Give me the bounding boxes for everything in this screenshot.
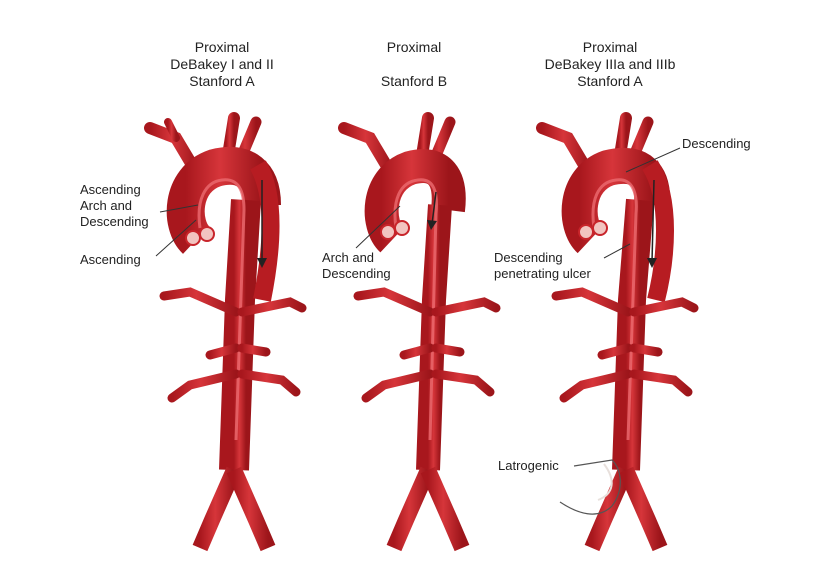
panel-2-header: Proximal Stanford B <box>314 39 514 90</box>
panel-1-header: Proximal DeBakey I and II Stanford A <box>122 39 322 90</box>
label-ascending: Ascending <box>80 252 141 268</box>
label-line: Descending <box>80 214 149 229</box>
aorta-1 <box>144 112 307 552</box>
panel-1-header-line-1: Proximal <box>194 39 250 55</box>
label-descending-penetrating-ulcer: Descending penetrating ulcer <box>494 250 591 282</box>
panel-3-header: Proximal DeBakey IIIa and IIIb Stanford … <box>510 39 710 90</box>
panel-1-header-line-3: Stanford A <box>189 73 255 89</box>
label-line: Ascending <box>80 252 141 267</box>
label-iatrogenic: Latrogenic <box>498 458 559 474</box>
label-line: Descending <box>682 136 751 151</box>
label-descending: Descending <box>682 136 751 152</box>
label-line: penetrating ulcer <box>494 266 591 281</box>
label-arch-and-descending: Arch and Descending <box>322 250 391 282</box>
panel-2-header-line-3: Stanford B <box>380 73 448 89</box>
label-line: Arch and <box>80 198 133 213</box>
panel-3-header-line-1: Proximal <box>582 39 638 55</box>
label-line: Arch and <box>322 250 375 265</box>
label-line: Descending <box>322 266 391 281</box>
label-line: Ascending <box>80 182 141 197</box>
panel-2-header-line-1: Proximal <box>386 39 442 55</box>
panel-2-header-line-2 <box>314 56 514 73</box>
panel-3-header-line-2: DeBakey IIIa and IIIb <box>544 56 676 72</box>
panel-3-header-line-3: Stanford A <box>577 73 643 89</box>
panel-1-header-line-2: DeBakey I and II <box>170 56 274 72</box>
label-line: Descending <box>494 250 563 265</box>
label-ascending-arch-descending: Ascending Arch and Descending <box>80 182 149 230</box>
aorta-2 <box>338 112 501 552</box>
label-line: Latrogenic <box>498 458 559 473</box>
aorta-3 <box>536 112 699 552</box>
